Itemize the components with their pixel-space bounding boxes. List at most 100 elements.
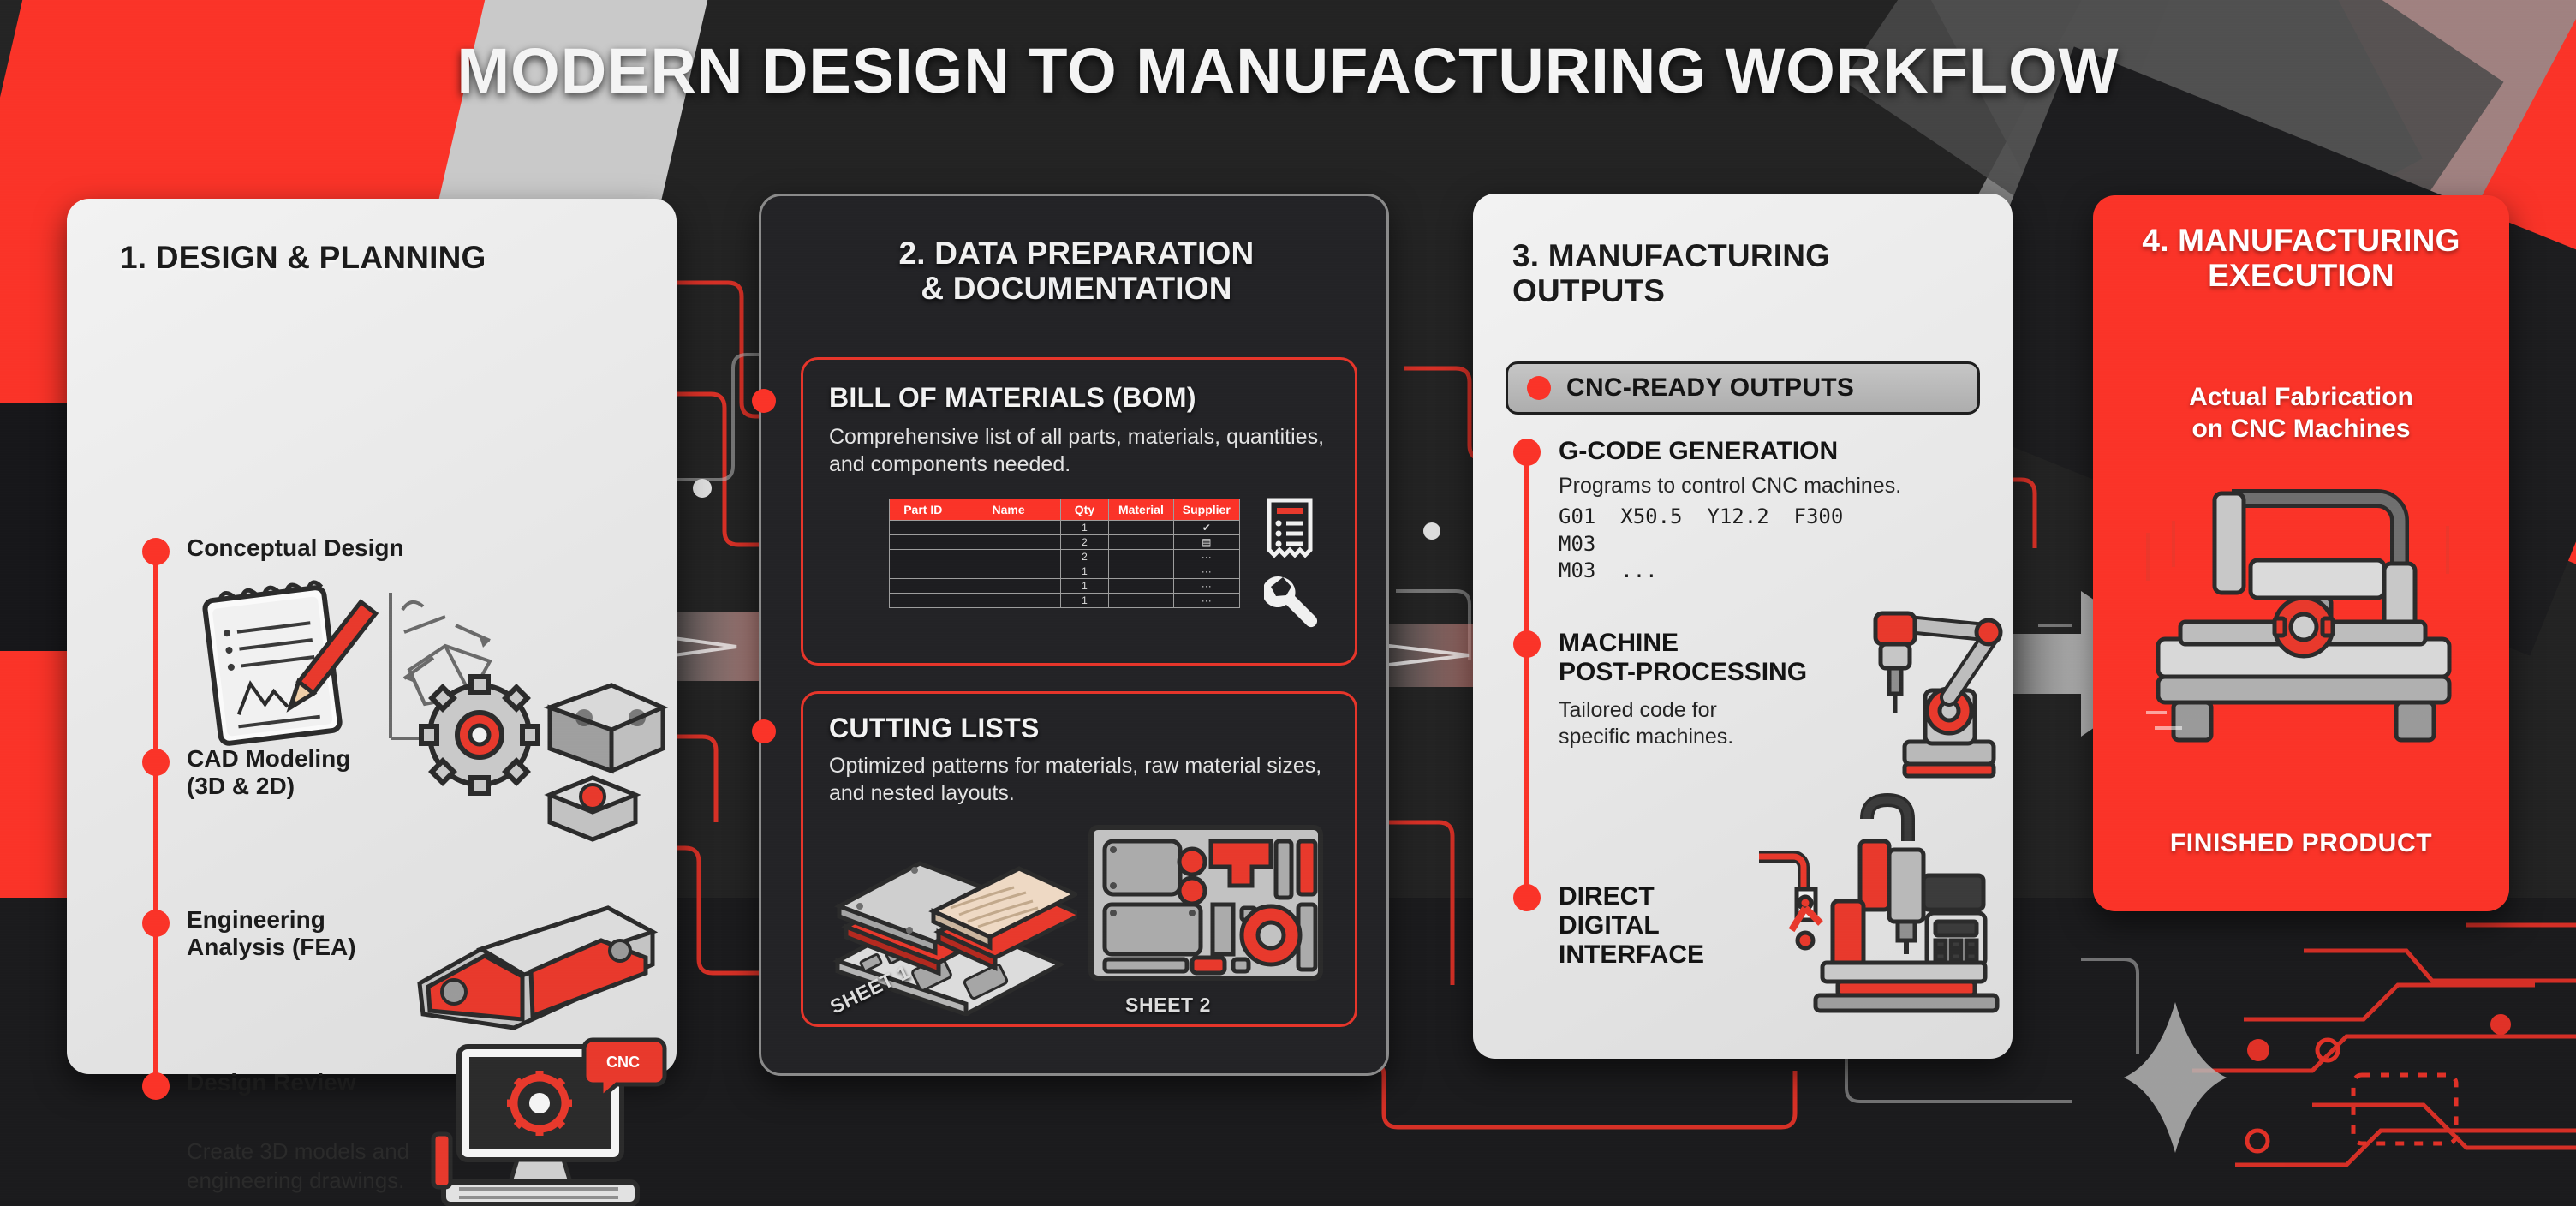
svg-text:CNC: CNC xyxy=(606,1054,640,1071)
cell-name xyxy=(956,549,1061,564)
cell-part-id xyxy=(889,578,957,594)
cutting-lists-bullet-dot xyxy=(752,719,776,743)
cnc-banner-label: CNC-READY OUTPUTS xyxy=(1566,373,1855,402)
gcode-snippet: G01 X50.5 Y12.2 F300 M03 M03 ... xyxy=(1559,504,1844,583)
table-row[interactable]: 2 ▤ xyxy=(889,534,1241,550)
panel-3-dot-digital-interface xyxy=(1513,884,1541,911)
cell-qty: 1 xyxy=(1059,564,1110,579)
cell-qty: 2 xyxy=(1059,549,1110,564)
panel-manufacturing-outputs[interactable]: 3. MANUFACTURING OUTPUTS CNC-READY OUTPU… xyxy=(1473,194,2012,1059)
digital-interface-heading-line3: INTERFACE xyxy=(1559,940,1705,970)
card-cutting-lists[interactable]: CUTTING LISTS Optimized patterns for mat… xyxy=(752,691,1357,1027)
item-engineering-analysis-line1: Engineering xyxy=(187,906,325,933)
panel-3-timeline-rail xyxy=(1524,451,1530,896)
panel-1-title: 1. DESIGN & PLANNING xyxy=(120,240,486,275)
robot-arm-icon xyxy=(1873,611,2003,779)
bom-description: Comprehensive list of all parts, materia… xyxy=(829,425,1325,476)
wrench-icon xyxy=(1264,576,1317,628)
panel-4-title-line1: 4. MANUFACTURING xyxy=(2142,223,2460,258)
timeline-dot-1 xyxy=(142,538,170,565)
panel-manufacturing-execution[interactable]: 4. MANUFACTURING EXECUTION Actual Fabric… xyxy=(2093,195,2509,911)
cell-part-id xyxy=(889,520,957,535)
cell-supplier: ··· xyxy=(1172,593,1241,608)
cell-name xyxy=(956,520,1061,535)
cnc-mill-controller-icon xyxy=(1759,793,2000,1013)
cell-name xyxy=(956,578,1061,594)
cell-supplier: ··· xyxy=(1172,549,1241,564)
panel-3-dot-gcode xyxy=(1513,439,1541,466)
cell-material xyxy=(1108,549,1174,564)
panel-2-title-line2: & DOCUMENTATION xyxy=(921,271,1232,307)
post-processing-description: Tailored code for specific machines. xyxy=(1559,697,1798,751)
panel-design-planning[interactable]: 1. DESIGN & PLANNING Conceptual Design xyxy=(67,199,677,1206)
panel-3-dot-post-processing xyxy=(1513,630,1541,658)
panel-4-title: 4. MANUFACTURING EXECUTION xyxy=(2093,223,2509,294)
cell-part-id xyxy=(889,564,957,579)
cell-material xyxy=(1108,564,1174,579)
sparkle-icon xyxy=(2124,1002,2227,1153)
table-row[interactable]: 1 ··· xyxy=(889,578,1241,594)
cell-material xyxy=(1108,578,1174,594)
cnc-banner-bullet-dot xyxy=(1527,376,1551,400)
item-conceptual-design: Conceptual Design xyxy=(187,534,404,561)
cell-qty: 1 xyxy=(1059,520,1110,535)
desktop-cad-review-icon: CNC xyxy=(431,1037,667,1206)
panel-1-body: Create 3D models and engineering drawing… xyxy=(187,1138,410,1193)
receipt-list-icon xyxy=(1267,498,1313,558)
item-engineering-analysis-line2: Analysis (FEA) xyxy=(187,933,356,960)
card-bill-of-materials[interactable]: BILL OF MATERIALS (BOM) Comprehensive li… xyxy=(752,357,1357,666)
item-cad-modeling-line2: (3D & 2D) xyxy=(187,772,295,799)
panel-3-title: 3. MANUFACTURING OUTPUTS xyxy=(1512,238,1992,309)
timeline-dot-2 xyxy=(142,749,170,776)
item-cad-modeling-line1: CAD Modeling xyxy=(187,745,351,772)
item-design-review: Design Review xyxy=(187,1069,356,1096)
bom-col-part-id: Part ID xyxy=(889,499,957,521)
timeline-dot-4 xyxy=(142,1072,170,1100)
cell-qty: 2 xyxy=(1059,534,1110,550)
panel-3-title-line1: 3. MANUFACTURING xyxy=(1512,238,1831,273)
panel-3-title-line2: OUTPUTS xyxy=(1512,273,1666,309)
cell-part-id xyxy=(889,593,957,608)
panel-4-subtitle-line1: Actual Fabrication xyxy=(2189,383,2413,411)
table-row[interactable]: 2 ··· xyxy=(889,549,1241,564)
digital-interface-heading-line1: DIRECT xyxy=(1559,882,1655,910)
panel-2-title-line1: 2. DATA PREPARATION xyxy=(898,236,1255,271)
cnc-ready-outputs-banner[interactable]: CNC-READY OUTPUTS xyxy=(1506,361,1980,415)
bom-table[interactable]: Part ID Name Qty Material Supplier 1 ✔ xyxy=(889,499,1241,608)
table-row[interactable]: 1 ✔ xyxy=(889,520,1241,535)
bom-heading: BILL OF MATERIALS (BOM) xyxy=(829,382,1196,413)
cell-material xyxy=(1108,593,1174,608)
cell-material xyxy=(1108,534,1174,550)
bom-col-qty: Qty xyxy=(1059,499,1110,521)
gcode-description: Programs to control CNC machines. xyxy=(1559,474,1902,498)
stacked-sheets-icon xyxy=(832,861,1077,1016)
table-row[interactable]: 1 ··· xyxy=(889,593,1241,608)
cell-supplier: ··· xyxy=(1172,564,1241,579)
bom-col-supplier: Supplier xyxy=(1172,499,1241,521)
bom-col-name: Name xyxy=(956,499,1061,521)
panel-4-subtitle: Actual Fabrication on CNC Machines xyxy=(2093,382,2509,445)
timeline-rail xyxy=(153,552,158,1087)
panel-data-preparation[interactable]: 2. DATA PREPARATION & DOCUMENTATION BILL… xyxy=(752,194,1392,1076)
cell-name xyxy=(956,564,1061,579)
panel-4-title-line2: EXECUTION xyxy=(2208,258,2394,294)
cnc-router-machine-icon xyxy=(2146,489,2452,743)
cutting-lists-description: Optimized patterns for materials, raw ma… xyxy=(829,754,1322,805)
cell-name xyxy=(956,534,1061,550)
cutting-lists-heading: CUTTING LISTS xyxy=(829,713,1040,743)
digital-interface-heading: DIRECT DIGITAL INTERFACE xyxy=(1559,882,1704,970)
cell-supplier: ··· xyxy=(1172,578,1241,594)
gear-parts-3d-icon xyxy=(419,674,669,842)
fea-bracket-icon xyxy=(417,905,659,1030)
panel-4-footer: FINISHED PRODUCT xyxy=(2169,829,2433,857)
bom-col-material: Material xyxy=(1108,499,1174,521)
nested-layout-sheet-icon xyxy=(1088,825,1323,981)
table-row[interactable]: 1 ··· xyxy=(889,564,1241,579)
page-title: MODERN DESIGN TO MANUFACTURING WORKFLOW xyxy=(456,35,2120,106)
panel-4-subtitle-line2: on CNC Machines xyxy=(2191,414,2411,443)
gcode-heading: G-CODE GENERATION xyxy=(1559,437,1839,465)
cell-supplier: ▤ xyxy=(1172,534,1241,550)
panel-2-title: 2. DATA PREPARATION & DOCUMENTATION xyxy=(761,236,1392,307)
post-processing-heading-line1: MACHINE xyxy=(1559,629,1679,657)
cell-qty: 1 xyxy=(1059,578,1110,594)
